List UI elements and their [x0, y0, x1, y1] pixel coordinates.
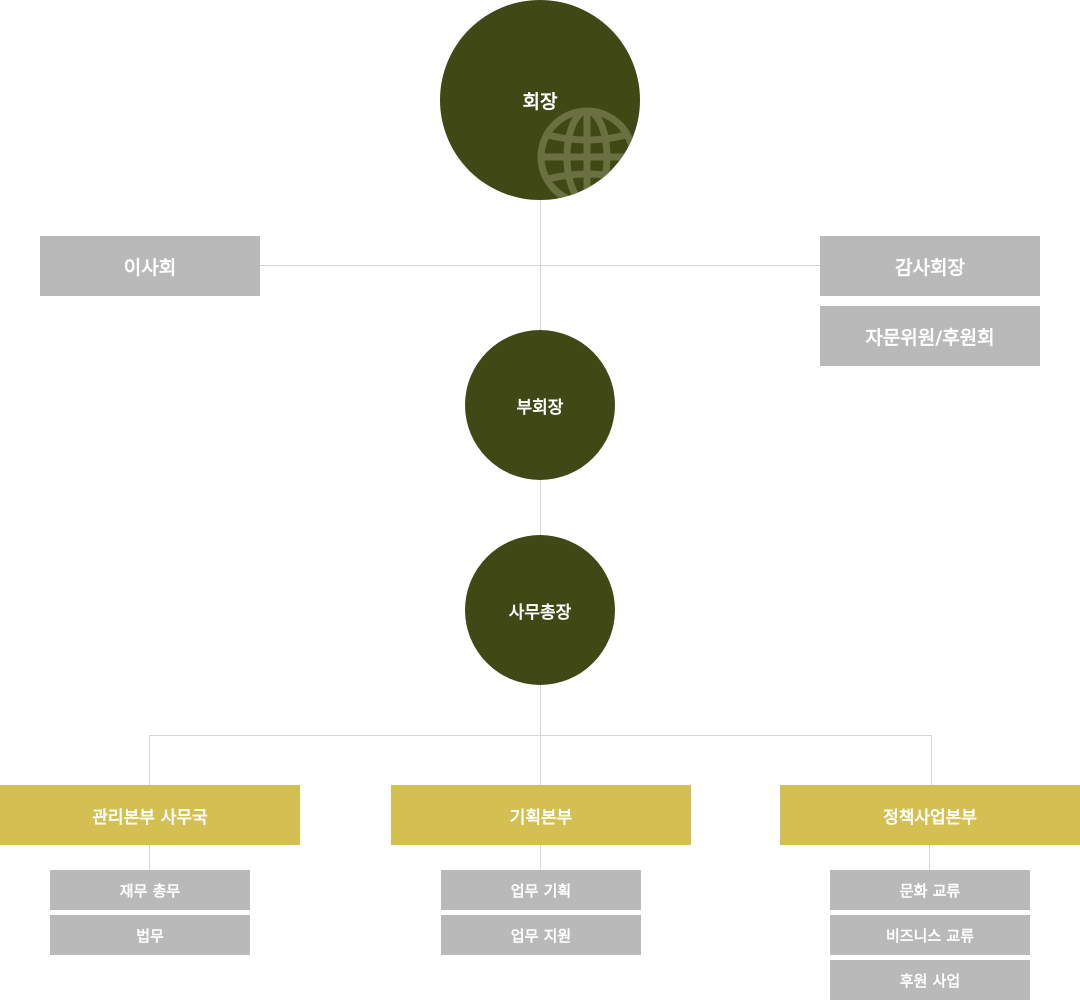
division-admin-box: 관리본부 사무국: [0, 785, 300, 845]
board-label: 이사회: [123, 256, 177, 279]
team-sponsorship-box: 후원 사업: [830, 960, 1030, 1000]
connector-division-left: [149, 735, 150, 787]
vice-chairman-node: 부회장: [465, 330, 615, 480]
connector-teams-right: [929, 844, 930, 872]
vice-chairman-label: 부회장: [516, 397, 564, 418]
connector-divisions-horizontal: [149, 735, 932, 736]
connector-board-auditor: [258, 265, 822, 266]
advisory-label: 자문위원/후원회: [865, 326, 995, 349]
division-policy-label: 정책사업본부: [883, 807, 977, 828]
division-policy-box: 정책사업본부: [780, 785, 1080, 845]
division-planning-label: 기획본부: [509, 807, 573, 828]
division-planning-box: 기획본부: [391, 785, 691, 845]
team-culture-label: 문화 교류: [899, 881, 961, 900]
team-business-label: 비즈니스 교류: [885, 926, 975, 945]
team-legal-label: 법무: [136, 926, 164, 945]
advisory-box: 자문위원/후원회: [820, 306, 1040, 366]
team-work-support-label: 업무 지원: [510, 926, 572, 945]
auditor-box: 감사회장: [820, 236, 1040, 296]
team-business-box: 비즈니스 교류: [830, 915, 1030, 955]
board-box: 이사회: [40, 236, 260, 296]
team-work-planning-box: 업무 기획: [441, 870, 641, 910]
chairman-node: 회장: [440, 0, 640, 200]
team-finance-box: 재무 총무: [50, 870, 250, 910]
auditor-label: 감사회장: [895, 256, 965, 279]
connector-division-right: [931, 735, 932, 787]
secretary-general-label: 사무총장: [508, 602, 572, 623]
team-culture-box: 문화 교류: [830, 870, 1030, 910]
secretary-general-node: 사무총장: [465, 535, 615, 685]
connector-main-vertical: [540, 195, 541, 787]
connector-teams-center: [540, 844, 541, 872]
team-sponsorship-label: 후원 사업: [899, 971, 961, 990]
team-finance-label: 재무 총무: [119, 881, 181, 900]
globe-icon: [537, 107, 637, 200]
team-legal-box: 법무: [50, 915, 250, 955]
chairman-label: 회장: [522, 90, 558, 113]
team-work-planning-label: 업무 기획: [510, 881, 572, 900]
team-work-support-box: 업무 지원: [441, 915, 641, 955]
connector-teams-left: [149, 844, 150, 872]
division-admin-label: 관리본부 사무국: [92, 807, 208, 828]
